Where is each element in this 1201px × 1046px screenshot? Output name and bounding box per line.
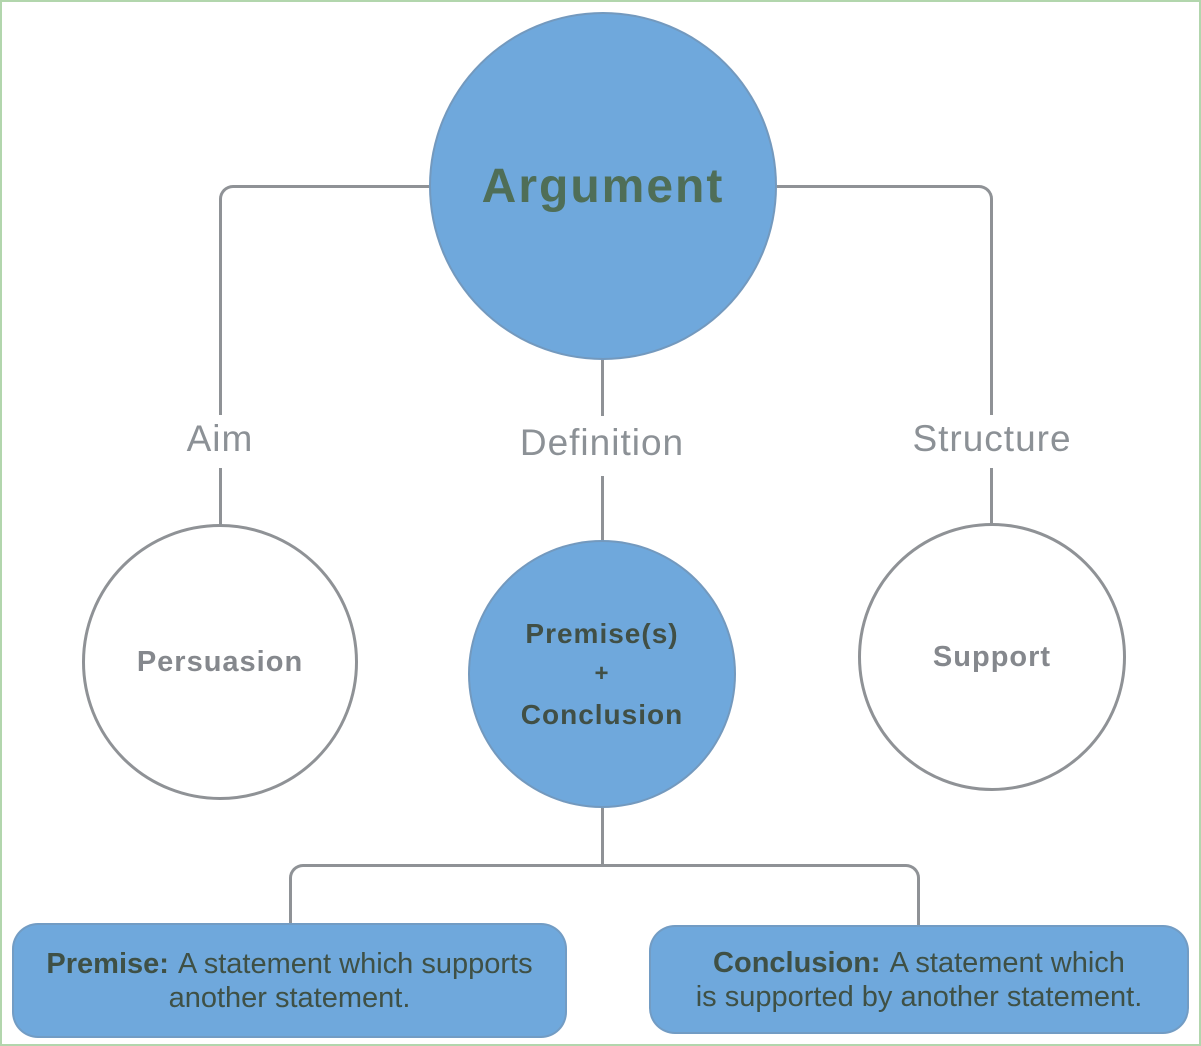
node-premise-conclusion: Premise(s) + Conclusion <box>468 540 736 808</box>
persuasion-label: Persuasion <box>136 645 304 678</box>
premise-definition-box: Premise:A statement which supports anoth… <box>12 923 567 1038</box>
plus-sign: + <box>594 660 610 688</box>
conclusion-line: Conclusion <box>520 698 684 730</box>
conclusion-box-lead: Conclusion: <box>713 946 881 979</box>
branch-label-structure: Structure <box>912 418 1072 459</box>
conclusion-box-text1: A statement which <box>889 946 1125 979</box>
conclusion-definition-box: Conclusion:A statement which is supporte… <box>649 925 1189 1034</box>
branch-label-definition: Definition <box>519 422 685 463</box>
premise-box-line1: Premise:A statement which supports <box>46 947 532 981</box>
root-node-argument: Argument <box>429 12 777 360</box>
connector-split-to-premise-box <box>289 864 603 924</box>
support-label: Support <box>932 640 1052 673</box>
connector-aim-to-persuasion <box>219 468 222 525</box>
connector-split-to-conclusion-box <box>602 864 920 926</box>
connector-root-to-structure <box>777 185 993 415</box>
premise-box-line2: another statement. <box>168 981 411 1014</box>
node-persuasion: Persuasion <box>82 524 358 800</box>
premise-box-text1: A statement which supports <box>177 947 533 980</box>
premise-line: Premise(s) <box>525 618 679 650</box>
branch-label-aim: Aim <box>186 418 254 459</box>
premise-box-lead: Premise: <box>46 947 169 980</box>
connector-node-to-leaf-split <box>601 808 604 866</box>
conclusion-box-line1: Conclusion:A statement which <box>713 946 1125 980</box>
connector-definition-to-node <box>601 476 604 541</box>
root-node-label: Argument <box>481 159 725 213</box>
connector-root-to-aim <box>219 185 430 415</box>
conclusion-box-line2: is supported by another statement. <box>695 980 1143 1013</box>
connector-root-to-definition <box>601 359 604 416</box>
node-support: Support <box>858 523 1126 791</box>
connector-structure-to-support <box>990 468 993 524</box>
